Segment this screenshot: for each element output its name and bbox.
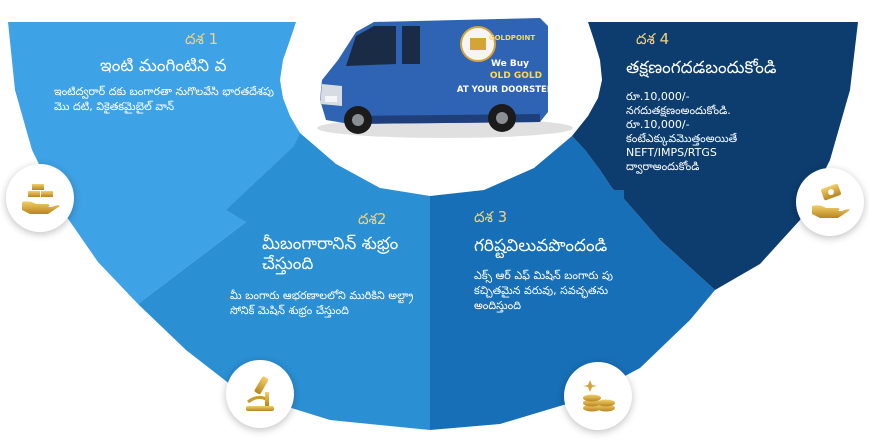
- step-4-line: కంటేఎక్కువమొత్తంఅయితే: [626, 132, 738, 145]
- hand-cash-icon: [796, 168, 864, 236]
- step-4-title: తక్షణంగదడబందుకోండి: [626, 58, 777, 78]
- step-3-label: దశ 3: [474, 208, 508, 226]
- gold-coins-icon: [564, 362, 632, 430]
- step-4-line: ద్వారాఅందుకోండి: [626, 160, 700, 173]
- van-line-1: We Buy: [491, 59, 529, 69]
- tab-step-3: [574, 190, 624, 214]
- van-brand: GOLDPOINT: [489, 34, 536, 42]
- step-4-line: రూ.10,000/-: [626, 118, 690, 131]
- segment-step-3: [430, 136, 715, 430]
- segment-step-2: [138, 133, 430, 430]
- step-4-label: దశ 4: [636, 30, 670, 48]
- microscope-icon: [226, 360, 294, 428]
- step-1-description: ఇంటిద్వరార్ దకు బంగారతా నుగొలవేసి భారతదే…: [54, 85, 274, 113]
- step-3-description: ఎక్స్ ఆర్ ఎఫ్ మిషిన్ బంగారు పు కచ్చితమైన…: [474, 269, 613, 312]
- step-3-title: గరిష్టవిలువపొందండి: [474, 236, 608, 256]
- segment-step-1: [8, 22, 312, 304]
- step-2-title: మీబంగారానిన్ శుభ్రం చేస్తుంది: [262, 234, 399, 274]
- step-4-line: NEFT/IMPS/RTGS: [626, 146, 717, 159]
- van-line-3: AT YOUR DOORSTEP: [457, 85, 553, 95]
- step-2-description: మీ బంగారు ఆభరణాలలోని మురికిని అల్ట్రా సో…: [230, 289, 414, 317]
- step-1-label: దశ 1: [185, 30, 219, 48]
- gold-buying-van: GOLDPOINT We Buy OLD GOLD AT YOUR DOORST…: [317, 18, 573, 138]
- step-4-line: నగదుతక్షణంఅందుకోండి.: [626, 104, 731, 117]
- step-2-label: దశ2: [358, 210, 387, 228]
- segment-step-4: [572, 22, 858, 290]
- step-4-line: రూ.10,000/-: [626, 90, 690, 103]
- tab-step-2: [226, 146, 300, 222]
- hand-gold-bars-icon: [6, 164, 74, 232]
- step-4-description: రూ.10,000/- నగదుతక్షణంఅందుకోండి. రూ.10,0…: [626, 90, 796, 174]
- step-1-title: ఇంటి మంగింటిని వ: [100, 56, 227, 76]
- van-line-2: OLD GOLD: [490, 71, 542, 81]
